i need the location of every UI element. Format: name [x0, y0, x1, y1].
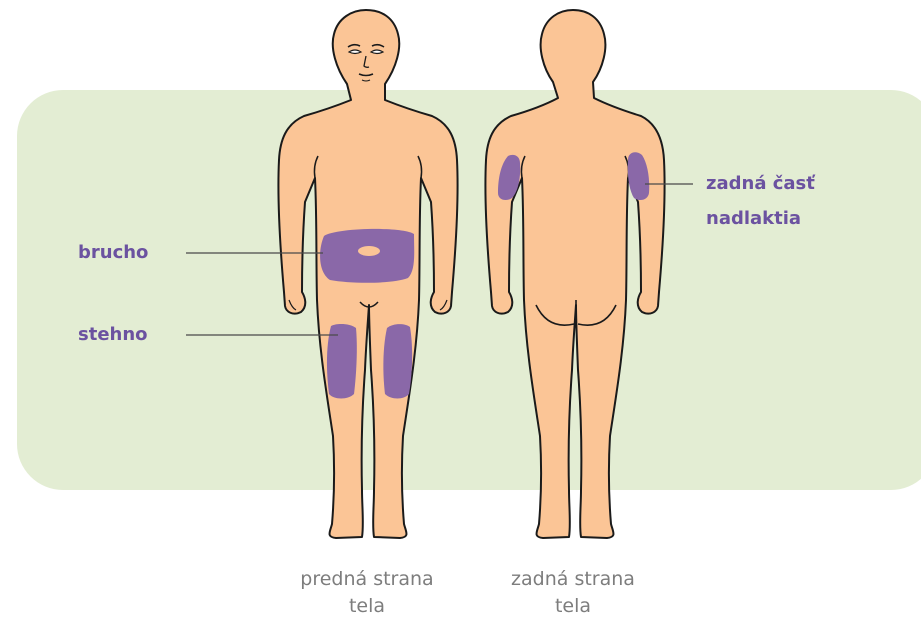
front-left-eye: [349, 50, 361, 54]
front-caption-line2: tela: [284, 593, 450, 620]
front-caption: predná strana tela: [284, 566, 450, 620]
front-caption-line1: predná strana: [284, 566, 450, 593]
back-caption-line2: tela: [488, 593, 658, 620]
front-right-eye: [371, 50, 383, 54]
right-thigh-injection-area: [383, 324, 412, 398]
back-body-figure: [485, 10, 664, 538]
back-caption-line1: zadná strana: [488, 566, 658, 593]
front-body-figure: [278, 10, 457, 538]
upper-arm-label-line1: zadná časť: [706, 168, 815, 200]
upper-arm-label-line2: nadlaktia: [706, 203, 801, 235]
navel-spot: [358, 246, 380, 256]
back-caption: zadná strana tela: [488, 566, 658, 620]
back-body-outline: [485, 10, 664, 538]
abdomen-label: brucho: [78, 237, 148, 269]
thigh-label: stehno: [78, 319, 148, 351]
